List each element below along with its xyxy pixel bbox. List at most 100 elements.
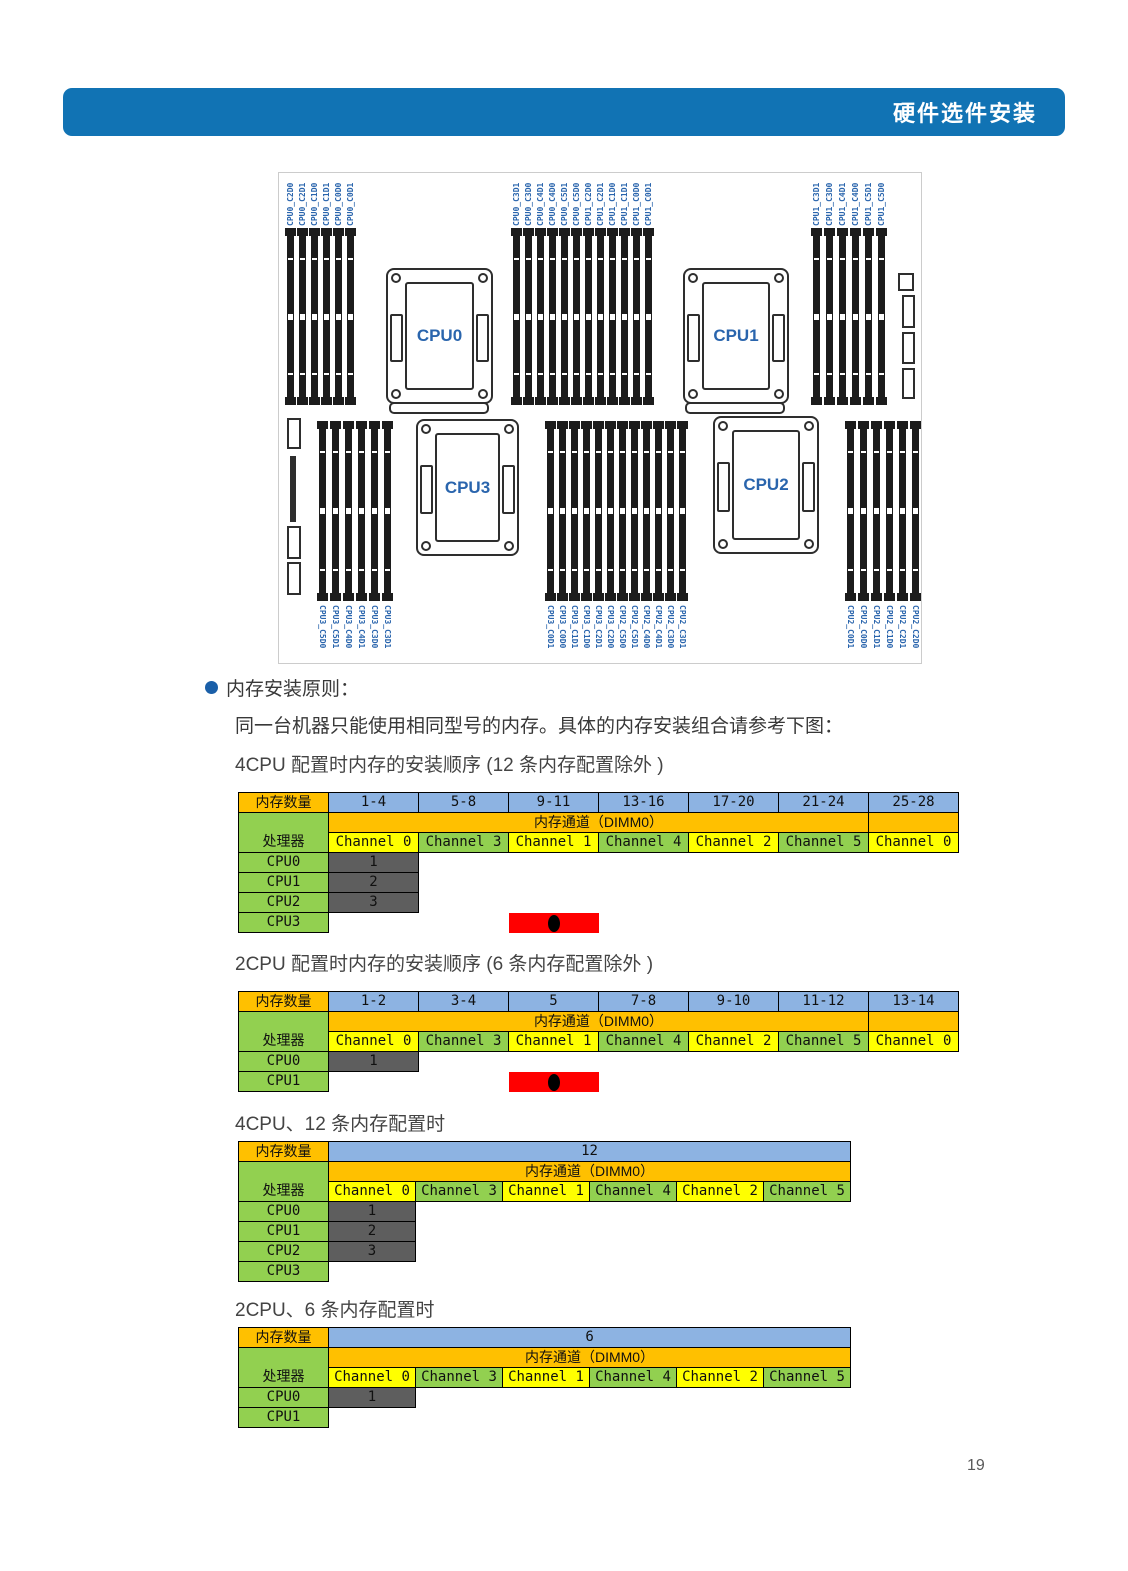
dimm-slot-label: CPU1_C0D1 bbox=[644, 182, 653, 226]
dimm-slot-detail bbox=[333, 451, 338, 453]
dimm-slot-detail bbox=[622, 373, 627, 375]
processor-header-cell: 处理器 bbox=[238, 1161, 329, 1202]
dimm-slot-label: CPU0_C1D1 bbox=[322, 182, 331, 226]
dimm-slot-detail bbox=[356, 421, 367, 429]
dimm-slot bbox=[677, 421, 688, 601]
cpu-socket-label: CPU0 bbox=[416, 326, 463, 345]
dimm-slot-detail bbox=[593, 593, 604, 601]
dimm-slot-detail bbox=[631, 397, 642, 405]
dimm-slot bbox=[382, 421, 393, 601]
dimm-slot-detail bbox=[574, 373, 579, 375]
dimm-slot-detail bbox=[596, 569, 601, 571]
dimm-slot-detail bbox=[586, 313, 591, 320]
dimm-slot-detail bbox=[656, 451, 661, 453]
dimm-slot-detail bbox=[595, 228, 606, 236]
dimm-slot-detail bbox=[559, 397, 570, 405]
dimm-slot bbox=[356, 421, 367, 601]
dimm-slot-detail bbox=[285, 397, 296, 405]
mem-count-cell: 25-28 bbox=[868, 792, 959, 813]
processor-header-cell: 处理器 bbox=[238, 1011, 329, 1052]
channel-cell: Channel 1 bbox=[508, 1031, 599, 1052]
cpu-row-label-cell: CPU1 bbox=[238, 1407, 329, 1428]
cpu-row-label-cell: CPU0 bbox=[238, 1387, 329, 1408]
dimm-slot-detail bbox=[309, 397, 320, 405]
cpu-socket-detail bbox=[802, 462, 815, 512]
dimm-slot-detail bbox=[653, 421, 664, 429]
cpu-socket: CPU0 bbox=[386, 268, 493, 404]
dimm-slot-detail bbox=[285, 228, 296, 236]
dimm-slot bbox=[619, 228, 630, 405]
dimm-slot-label: CPU2_C0D0 bbox=[859, 605, 868, 649]
dimm-slot-detail bbox=[646, 258, 651, 260]
dimm-slot-detail bbox=[910, 593, 921, 601]
dimm-slot-detail bbox=[385, 451, 390, 453]
dimm-slot-label: CPU0_C2D1 bbox=[298, 182, 307, 226]
install-order-cell: 1 bbox=[328, 1051, 419, 1072]
dimm-slot-detail bbox=[632, 569, 637, 571]
cpu-socket-detail bbox=[717, 462, 730, 512]
dimm-slot-label: CPU2_C1D0 bbox=[885, 605, 894, 649]
dimm-slot-detail bbox=[629, 593, 640, 601]
cpu-row-label-cell: CPU0 bbox=[238, 852, 329, 873]
dimm-slot-detail bbox=[866, 313, 871, 320]
dimm-slot-label: CPU3_C2D0 bbox=[606, 605, 615, 649]
dimm-slot bbox=[343, 421, 354, 601]
dimm-slot bbox=[811, 228, 822, 405]
dimm-slot-detail bbox=[858, 421, 869, 429]
dimm-slot-detail bbox=[837, 228, 848, 236]
dimm-slot bbox=[607, 228, 618, 405]
cpu-socket-detail bbox=[702, 282, 770, 390]
dimm-slot-detail bbox=[665, 421, 676, 429]
board-connector bbox=[902, 368, 915, 399]
dimm-slot-detail bbox=[523, 228, 534, 236]
cpu-socket-detail bbox=[502, 464, 515, 515]
dimm-slot-label: CPU3_C4D0 bbox=[344, 605, 353, 649]
dimm-slot-label: CPU1_C3D1 bbox=[812, 182, 821, 226]
channel-cell: Channel 5 bbox=[762, 1181, 852, 1202]
dimm-slot-label: CPU2_C1D1 bbox=[872, 605, 881, 649]
dimm-slot-detail bbox=[300, 258, 305, 260]
dimm-slot-detail bbox=[861, 451, 866, 453]
dimm-slot-detail bbox=[866, 258, 871, 260]
dimm-slot-detail bbox=[811, 228, 822, 236]
marker-dot-icon bbox=[547, 1073, 560, 1091]
dimm-slot-detail bbox=[853, 313, 858, 320]
dimm-slot bbox=[297, 228, 308, 405]
board-connector bbox=[287, 418, 301, 449]
channel-cell: Channel 1 bbox=[502, 1367, 590, 1388]
bullet-icon bbox=[205, 681, 218, 694]
dimm-slot-detail bbox=[853, 373, 858, 375]
dimm-slot-detail bbox=[346, 451, 351, 453]
dimm-slot-detail bbox=[610, 373, 615, 375]
dimm-slot-detail bbox=[560, 508, 565, 514]
dimm-slot-label: CPU3_C5D1 bbox=[331, 605, 340, 649]
dimm-slot-detail bbox=[845, 593, 856, 601]
dimm-slot-detail bbox=[887, 451, 892, 453]
dimm-slot-detail bbox=[871, 421, 882, 429]
dimm-slot-detail bbox=[571, 228, 582, 236]
cpu-row-label-cell: CPU2 bbox=[238, 1241, 329, 1262]
channel-band-cell: 内存通道（DIMM0） bbox=[327, 1161, 852, 1182]
dimm-slot-label: CPU2_C3D0 bbox=[666, 605, 675, 649]
processor-header-cell: 处理器 bbox=[238, 812, 329, 853]
dimm-slot-detail bbox=[557, 421, 568, 429]
board-connector bbox=[898, 273, 914, 291]
dimm-slot-detail bbox=[680, 569, 685, 571]
cpu-row-label-cell: CPU1 bbox=[238, 1071, 329, 1092]
dimm-slot-detail bbox=[861, 508, 866, 514]
table-title: 4CPU、12 条内存配置时 bbox=[235, 1114, 446, 1135]
dimm-slot-detail bbox=[560, 569, 565, 571]
dimm-slot-label: CPU0_C0D1 bbox=[346, 182, 355, 226]
dimm-slot-detail bbox=[595, 397, 606, 405]
dimm-slot-detail bbox=[827, 258, 832, 260]
dimm-slot-detail bbox=[324, 373, 329, 375]
dimm-slot-label: CPU3_C1D1 bbox=[570, 605, 579, 649]
dimm-slot bbox=[369, 421, 380, 601]
dimm-slot-label: CPU2_C4D1 bbox=[654, 605, 663, 649]
table-row: 处理器内存通道（DIMM0） bbox=[238, 812, 959, 853]
